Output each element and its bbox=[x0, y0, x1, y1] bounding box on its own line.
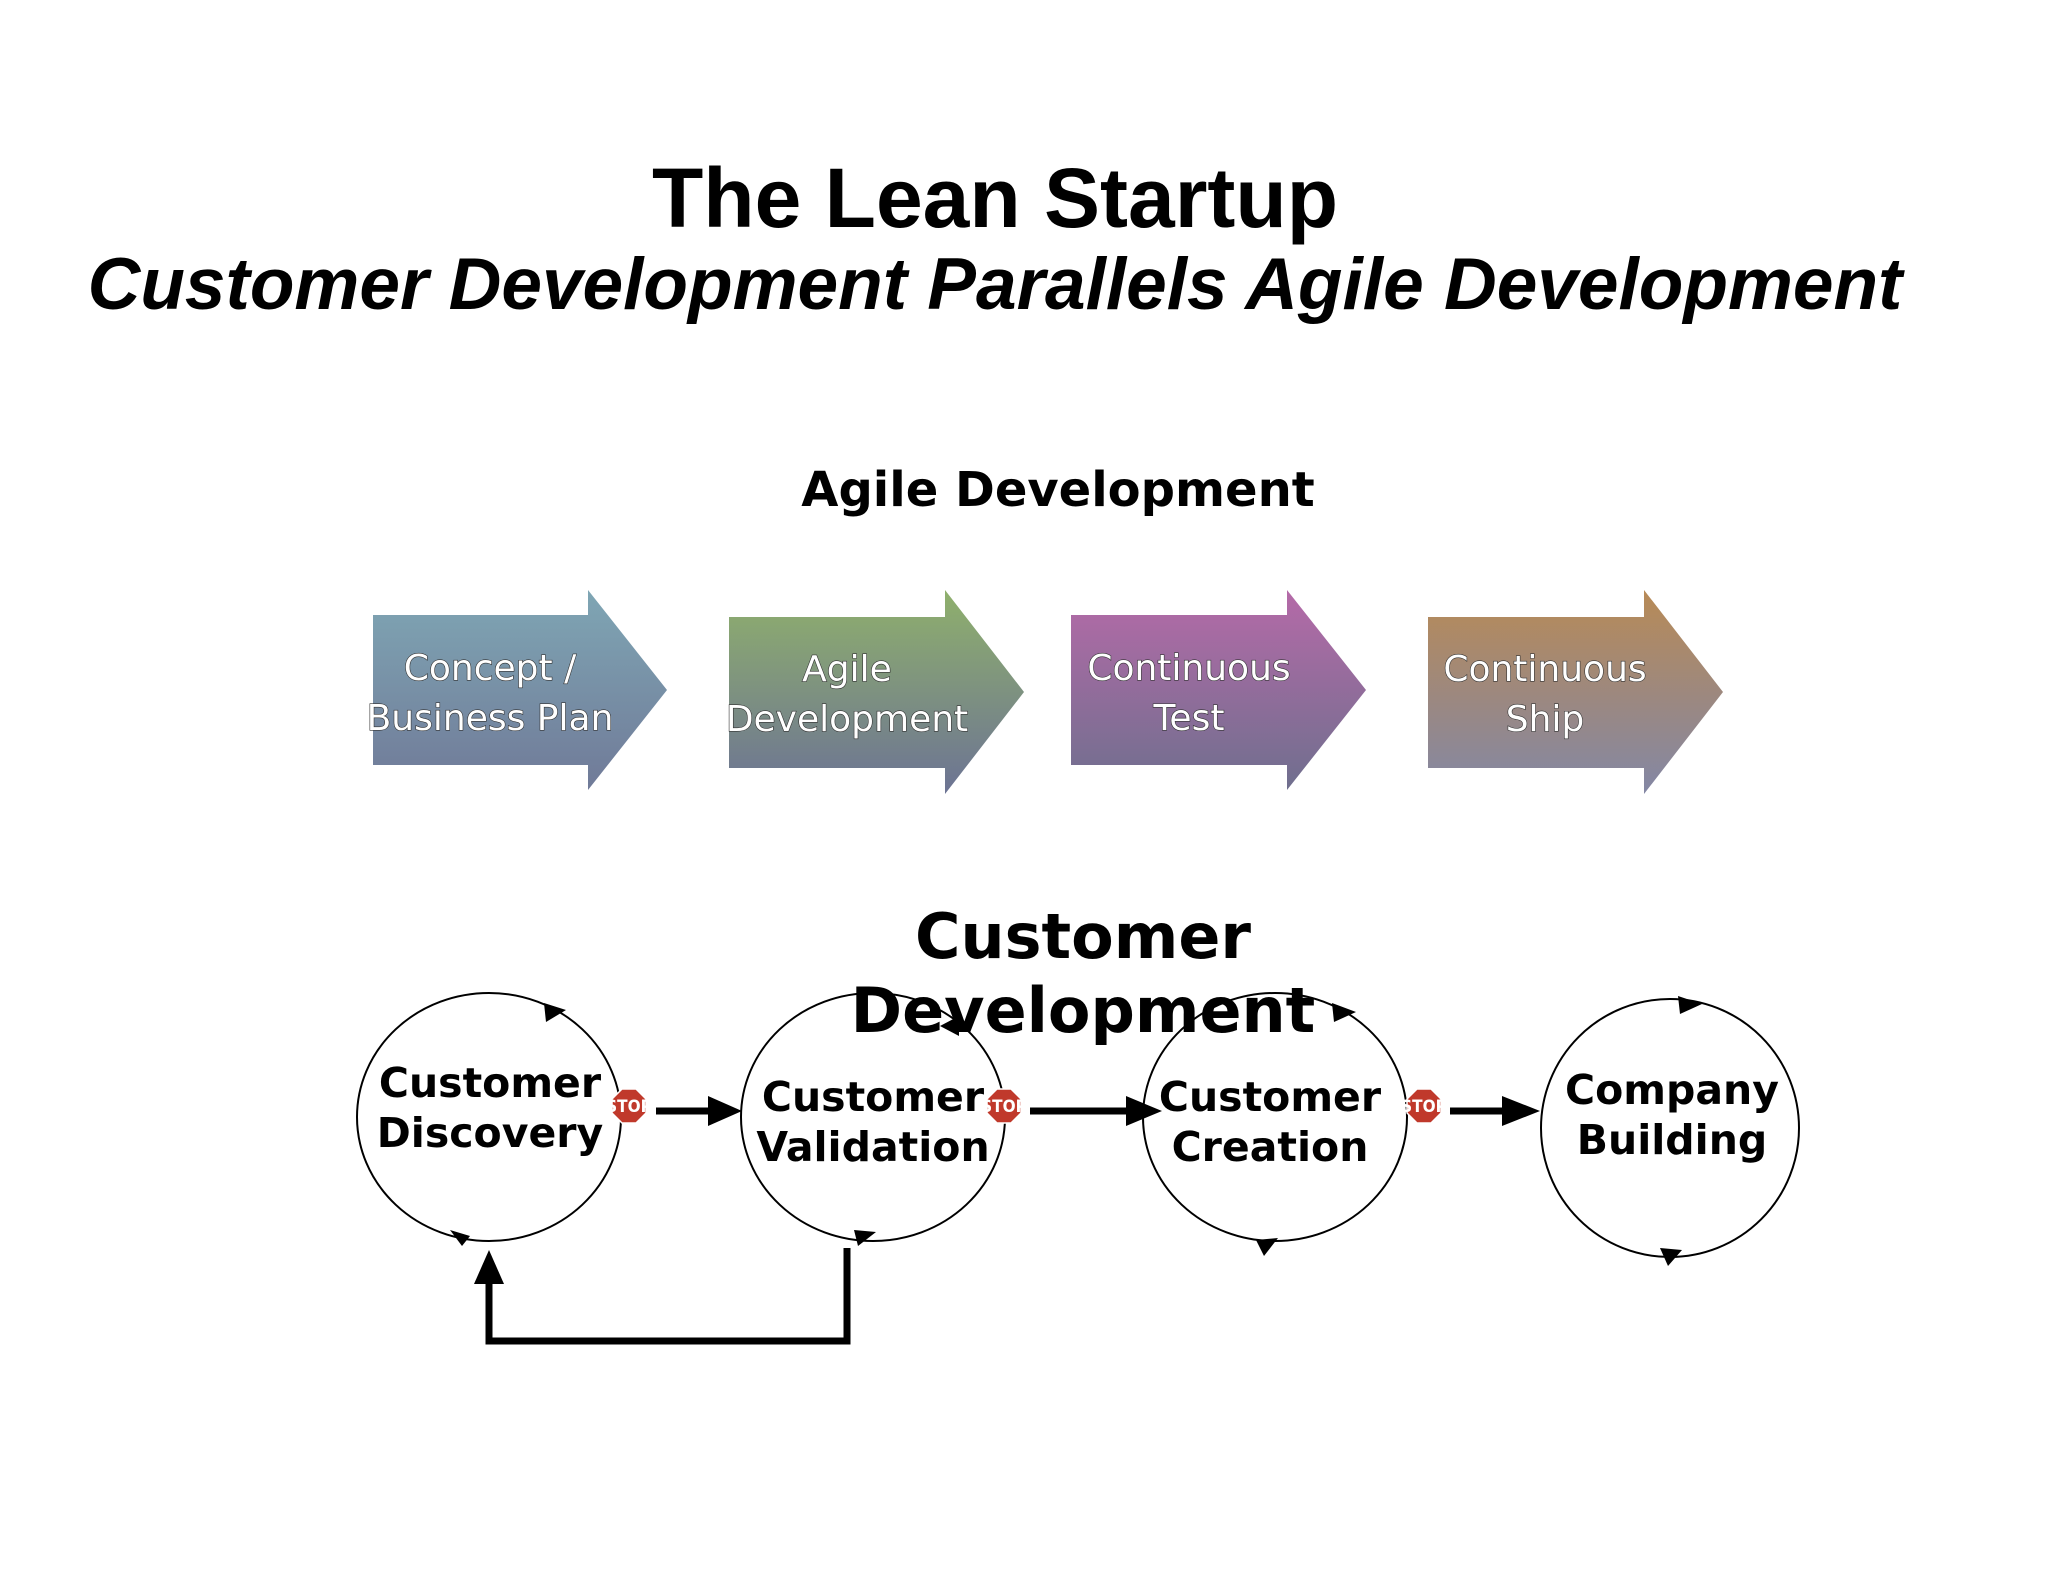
agile-step-arrow-shape bbox=[373, 590, 667, 790]
stage-line1: Customer bbox=[379, 1059, 602, 1107]
stop-sign-label: STOP bbox=[1401, 1097, 1447, 1117]
agile-step-line2: Business Plan bbox=[367, 698, 614, 739]
customer-development-heading: Customer Development bbox=[850, 900, 1316, 1047]
agile-step-arrow-shape bbox=[1428, 590, 1723, 794]
customer-stage-discovery: Customer Discovery bbox=[356, 992, 622, 1246]
stop-octagon bbox=[611, 1088, 647, 1124]
agile-step-line1: Continuous bbox=[1443, 649, 1646, 690]
stage-line1: Customer bbox=[762, 1073, 985, 1121]
cycle-arrowhead-icon bbox=[940, 1016, 959, 1036]
arrowhead-icon bbox=[1502, 1096, 1540, 1126]
customer-stage-creation: Customer Creation bbox=[1142, 992, 1408, 1256]
feedback-loop-arrow bbox=[474, 1248, 851, 1345]
cycle-arrowhead-icon bbox=[450, 1230, 470, 1246]
cycle-arrowhead-icon bbox=[1660, 1248, 1682, 1266]
flow-arrow bbox=[1030, 1096, 1162, 1126]
cycle-arrowhead-icon bbox=[854, 1230, 876, 1246]
page-title: The Lean Startup bbox=[651, 151, 1339, 245]
arrowhead-icon bbox=[474, 1250, 504, 1284]
stop-sign-label: STOP bbox=[981, 1097, 1027, 1117]
stage-line2: Discovery bbox=[377, 1109, 603, 1157]
cycle-arrowhead-icon bbox=[1332, 1003, 1356, 1022]
stage-line2: Validation bbox=[756, 1123, 989, 1171]
page-subtitle: Customer Development Parallels Agile Dev… bbox=[87, 244, 1903, 325]
agile-development-heading: Agile Development bbox=[801, 462, 1315, 518]
agile-step-line2: Development bbox=[726, 699, 968, 740]
agile-step-arrow-shape bbox=[729, 590, 1024, 794]
stop-sign-label: STOP bbox=[606, 1097, 652, 1117]
agile-step-development: Agile Development bbox=[725, 590, 1024, 794]
stop-octagon bbox=[1406, 1088, 1442, 1124]
cycle-arrowhead-icon bbox=[1678, 996, 1702, 1014]
cycle-arrowhead-icon bbox=[544, 1003, 566, 1022]
agile-step-line2: Ship bbox=[1506, 699, 1585, 740]
stop-sign-icon: STOP bbox=[606, 1088, 652, 1124]
flow-arrow bbox=[656, 1096, 742, 1126]
agile-step-line2: Test bbox=[1153, 698, 1225, 739]
stage-line2: Creation bbox=[1172, 1123, 1369, 1171]
agile-step-test: Continuous Test bbox=[1071, 590, 1366, 790]
flow-arrow bbox=[1450, 1096, 1540, 1126]
agile-step-line1: Agile bbox=[802, 649, 892, 690]
arrowhead-icon bbox=[1126, 1096, 1162, 1126]
agile-step-concept: Concept / Business Plan bbox=[366, 590, 667, 790]
stop-sign-icon: STOP bbox=[981, 1088, 1027, 1124]
customer-stage-building: Company Building bbox=[1540, 996, 1800, 1266]
stop-octagon bbox=[986, 1088, 1022, 1124]
agile-step-line1: Concept / bbox=[404, 648, 577, 689]
cycle-arrowhead-icon bbox=[1256, 1238, 1278, 1256]
arrowhead-icon bbox=[708, 1096, 742, 1126]
stop-sign-icon: STOP bbox=[1401, 1088, 1447, 1124]
stage-line2: Building bbox=[1577, 1116, 1768, 1164]
stage-line1: Company bbox=[1565, 1066, 1779, 1114]
customer-stage-validation: Customer Validation bbox=[740, 992, 1006, 1246]
agile-step-arrow-shape bbox=[1071, 590, 1366, 790]
agile-step-ship: Continuous Ship bbox=[1428, 590, 1723, 794]
stage-line1: Customer bbox=[1159, 1073, 1382, 1121]
agile-step-line1: Continuous bbox=[1087, 648, 1290, 689]
feedback-loop-line bbox=[485, 1248, 851, 1345]
